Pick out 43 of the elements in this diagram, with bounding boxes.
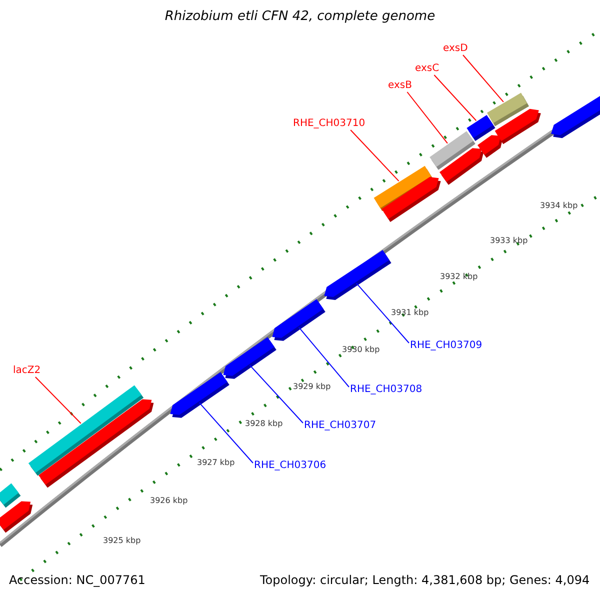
pointed-gene-bar [272,299,326,341]
pointed-gene-bar [223,337,276,379]
gene-label: RHE_CH03710 [293,119,366,129]
pointed-gene-bar [38,399,154,488]
pointed-gene-bar [478,135,503,158]
pointed-gene-bar [494,108,541,144]
leader-line [356,282,410,344]
scale-label: 3930 kbp [342,346,380,354]
scale-label: 3931 kbp [391,309,429,317]
gene-label: exsC [415,64,440,74]
leader-line [298,326,350,388]
gene-bar [0,483,21,508]
scale-label: 3934 kbp [540,202,578,210]
scale-label: 3925 kbp [103,537,141,545]
scale-label: 3933 kbp [490,237,528,245]
pointed-gene-bar [0,501,33,533]
title: Rhizobium etli CFN 42, complete genome [164,10,436,23]
leader-line [406,92,448,144]
gene-label: RHE_CH03709 [410,341,482,351]
gene-label: RHE_CH03706 [254,461,326,471]
gene-label: RHE_CH03708 [350,385,422,395]
gene-label: lacZ2 [13,366,41,376]
scale-label: 3932 kbp [440,273,478,281]
accession-text: Accession: NC_007761 [9,574,146,586]
pointed-gene-bar [551,94,600,138]
pointed-gene-bar [382,177,441,222]
pointed-gene-bar [440,148,484,185]
leader-line [249,364,304,424]
leader-line [350,130,400,182]
leader-line [462,54,504,102]
leader-line [434,74,477,122]
gene-label: exsD [443,44,468,54]
leader-line [198,402,254,464]
scale-label: 3929 kbp [293,383,331,391]
gene-label: RHE_CH03707 [304,421,376,431]
scale-label: 3926 kbp [150,497,188,505]
pointed-gene-bar [170,372,230,418]
scale-label: 3927 kbp [197,459,235,467]
genome-info-text: Topology: circular; Length: 4,381,608 bp; Genes: 4,094 [260,574,590,586]
leader-line [34,376,82,424]
pointed-gene-bar [324,250,392,300]
scale-label: 3928 kbp [245,420,283,428]
gene-label: exsB [388,81,412,91]
